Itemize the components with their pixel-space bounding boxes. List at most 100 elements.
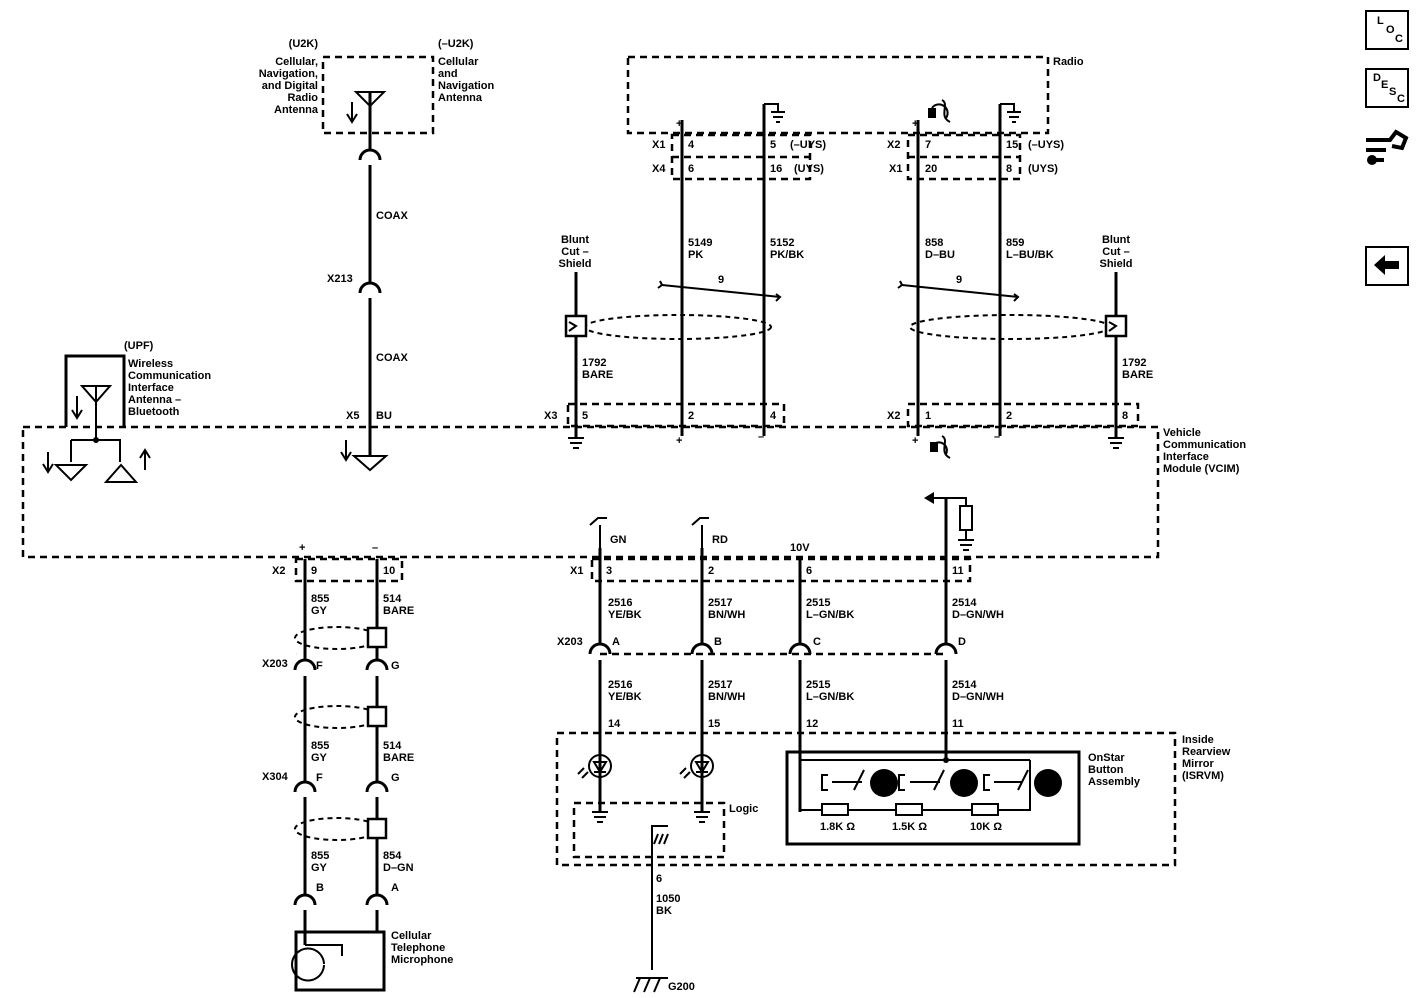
svg-text:GY: GY xyxy=(311,752,328,764)
svg-text:6: 6 xyxy=(806,565,812,577)
vcim-x2-strip-right xyxy=(906,402,1140,428)
svg-text:BU: BU xyxy=(376,410,392,422)
svg-text:+: + xyxy=(912,435,918,447)
svg-text:15: 15 xyxy=(1006,139,1018,151)
radio-label: Radio xyxy=(1053,56,1084,68)
svg-text:16: 16 xyxy=(770,163,782,175)
svg-text:Button: Button xyxy=(1088,764,1124,776)
vcim-x2-strip-left xyxy=(294,557,404,583)
svg-text:9: 9 xyxy=(956,274,962,286)
svg-text:2517: 2517 xyxy=(708,597,732,609)
svg-text:X304: X304 xyxy=(262,771,289,783)
onstar-button-box xyxy=(785,750,1081,846)
svg-text:and Digital: and Digital xyxy=(262,80,318,92)
svg-text:+: + xyxy=(299,542,305,554)
onstar-label: OnStar xyxy=(1088,752,1125,764)
svg-text:C: C xyxy=(813,636,821,648)
svg-text:Telephone: Telephone xyxy=(391,942,445,954)
svg-text:514: 514 xyxy=(383,593,402,605)
svg-text:1792: 1792 xyxy=(582,357,606,369)
svg-text:–: – xyxy=(372,542,378,554)
svg-text:858: 858 xyxy=(925,237,943,249)
svg-text:Blunt: Blunt xyxy=(1102,234,1130,246)
svg-text:2516: 2516 xyxy=(608,597,632,609)
svg-text:–: – xyxy=(758,431,764,443)
svg-text:F: F xyxy=(316,772,323,784)
isrvm-box xyxy=(555,731,1177,867)
coax-circuit xyxy=(340,91,389,472)
svg-text:Communication: Communication xyxy=(1163,439,1246,451)
isrvm-wires xyxy=(577,492,1062,993)
svg-text:GY: GY xyxy=(311,605,328,617)
u2k-option: (U2K) xyxy=(289,38,319,50)
svg-text:854: 854 xyxy=(383,850,402,862)
svg-text:COAX: COAX xyxy=(376,210,408,222)
svg-text:D–GN/WH: D–GN/WH xyxy=(952,609,1004,621)
microphone-box xyxy=(294,930,386,992)
svg-text:Cellular: Cellular xyxy=(438,56,479,68)
svg-text:Assembly: Assembly xyxy=(1088,776,1141,788)
svg-text:9: 9 xyxy=(311,565,317,577)
svg-text:Interface: Interface xyxy=(1163,451,1209,463)
svg-text:PK: PK xyxy=(688,249,703,261)
svg-text:BN/WH: BN/WH xyxy=(708,691,745,703)
resistor-1-8k: 1.8K Ω xyxy=(820,821,855,833)
svg-text:F: F xyxy=(316,660,323,672)
svg-text:2514: 2514 xyxy=(952,679,977,691)
svg-text:L–GN/BK: L–GN/BK xyxy=(806,691,854,703)
svg-text:L–BU/BK: L–BU/BK xyxy=(1006,249,1054,261)
ground-g200: G200 xyxy=(668,981,695,993)
svg-text:RD: RD xyxy=(712,534,728,546)
svg-text:7: 7 xyxy=(925,139,931,151)
svg-text:14: 14 xyxy=(608,718,621,730)
svg-text:D: D xyxy=(958,636,966,648)
svg-text:YE/BK: YE/BK xyxy=(608,691,642,703)
microphone-wires xyxy=(291,559,389,982)
resistor-1-5k: 1.5K Ω xyxy=(892,821,927,833)
nu2k-option: (–U2K) xyxy=(438,38,474,50)
svg-text:5: 5 xyxy=(582,410,588,422)
svg-text:(UPF): (UPF) xyxy=(124,340,154,352)
svg-text:514: 514 xyxy=(383,740,402,752)
vcim-box xyxy=(21,425,1160,559)
svg-text:(–UYS): (–UYS) xyxy=(1028,139,1064,151)
svg-text:10: 10 xyxy=(383,565,395,577)
svg-text:COAX: COAX xyxy=(376,352,408,364)
svg-text:Wireless: Wireless xyxy=(128,358,173,370)
connector-view-icon[interactable] xyxy=(1362,122,1412,174)
svg-text:and: and xyxy=(438,68,458,80)
vcim-label: Vehicle xyxy=(1163,427,1201,439)
svg-text:X3: X3 xyxy=(544,410,557,422)
svg-text:G: G xyxy=(391,772,400,784)
svg-text:Mirror: Mirror xyxy=(1182,758,1215,770)
svg-text:GY: GY xyxy=(311,862,328,874)
microphone-label: Cellular xyxy=(391,930,432,942)
svg-text:2: 2 xyxy=(688,410,694,422)
loc-button[interactable]: L O C xyxy=(1365,10,1409,50)
svg-text:Rearview: Rearview xyxy=(1182,746,1231,758)
svg-text:X2: X2 xyxy=(887,410,900,422)
svg-text:D–GN/WH: D–GN/WH xyxy=(952,691,1004,703)
svg-text:D–GN: D–GN xyxy=(383,862,414,874)
vcim-x1-strip xyxy=(590,557,972,583)
svg-text:12: 12 xyxy=(806,718,818,730)
svg-text:Interface: Interface xyxy=(128,382,174,394)
radio-box xyxy=(626,55,1050,135)
svg-text:Module (VCIM): Module (VCIM) xyxy=(1163,463,1240,475)
svg-text:X2: X2 xyxy=(272,565,285,577)
svg-text:Radio: Radio xyxy=(287,92,318,104)
svg-text:1050: 1050 xyxy=(656,893,680,905)
svg-text:BARE: BARE xyxy=(582,369,613,381)
svg-text:Shield: Shield xyxy=(558,258,591,270)
svg-text:4: 4 xyxy=(770,410,777,422)
svg-text:Cut –: Cut – xyxy=(1102,246,1130,258)
svg-text:Blunt: Blunt xyxy=(561,234,589,246)
svg-text:X203: X203 xyxy=(557,636,583,648)
svg-text:Shield: Shield xyxy=(1099,258,1132,270)
back-arrow-button[interactable] xyxy=(1365,246,1409,286)
svg-text:Cut –: Cut – xyxy=(561,246,589,258)
svg-text:BARE: BARE xyxy=(383,752,414,764)
svg-text:B: B xyxy=(714,636,722,648)
svg-text:2516: 2516 xyxy=(608,679,632,691)
desc-button[interactable]: D E S C xyxy=(1365,68,1409,108)
